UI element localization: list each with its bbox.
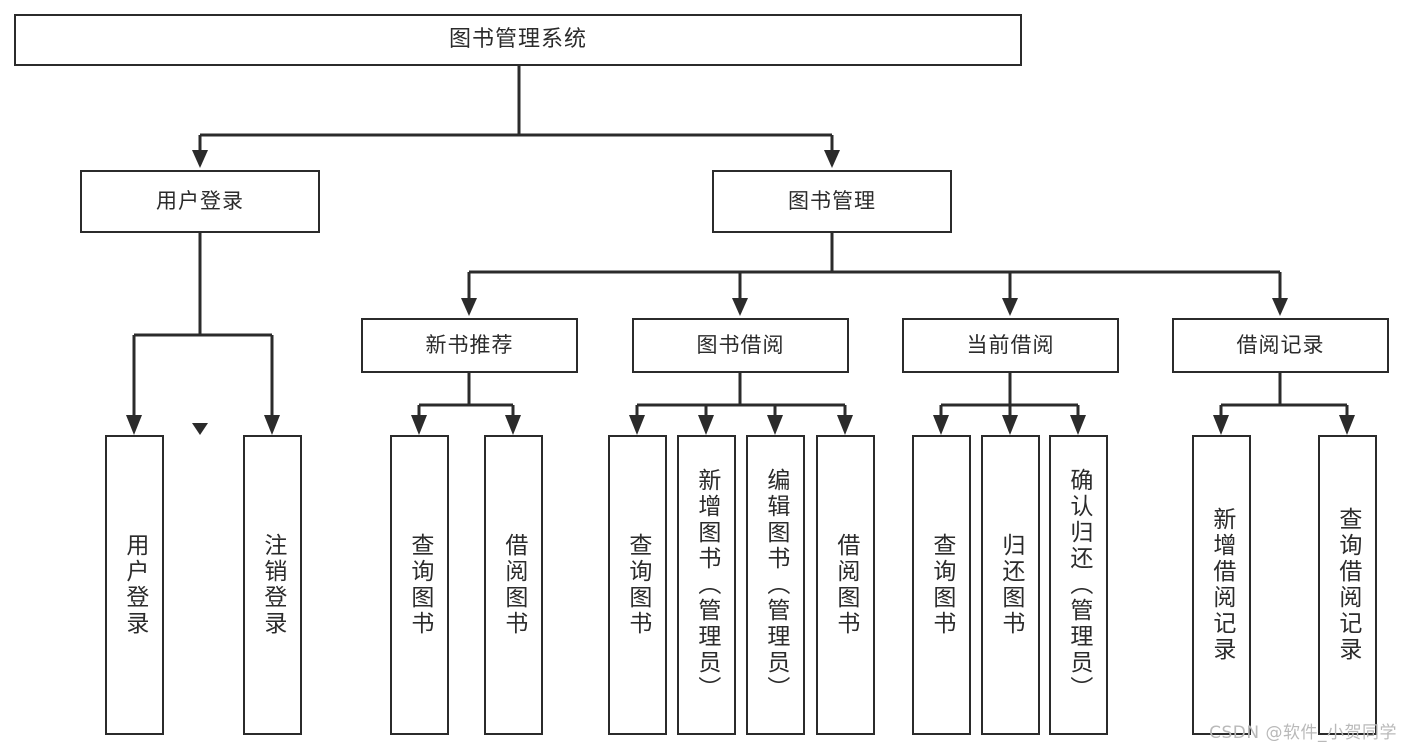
node-label: 查询图书	[406, 533, 433, 637]
leaf-current-confirm-return[interactable]: 确认归还（管理员）	[1049, 435, 1108, 735]
leaf-borrow-query-book[interactable]: 查询图书	[608, 435, 667, 735]
leaf-record-query-record[interactable]: 查询借阅记录	[1318, 435, 1377, 735]
node-label: 借阅记录	[1236, 333, 1325, 358]
leaf-recommend-borrow-book[interactable]: 借阅图书	[484, 435, 543, 735]
node-book-borrow[interactable]: 图书借阅	[632, 318, 849, 373]
leaf-user-login-login[interactable]: 用户登录	[105, 435, 164, 735]
node-label: 新增图书（管理员）	[693, 468, 720, 702]
node-label: 归还图书	[997, 533, 1024, 637]
node-label: 当前借阅	[966, 333, 1055, 358]
node-label: 查询借阅记录	[1334, 507, 1361, 663]
leaf-borrow-add-book[interactable]: 新增图书（管理员）	[677, 435, 736, 735]
node-user-login[interactable]: 用户登录	[80, 170, 320, 233]
node-label: 借阅图书	[832, 533, 859, 637]
node-label: 编辑图书（管理员）	[762, 468, 789, 702]
leaf-user-login-logout[interactable]: 注销登录	[243, 435, 302, 735]
node-label: 注销登录	[259, 533, 286, 637]
node-label: 确认归还（管理员）	[1065, 468, 1092, 702]
leaf-borrow-edit-book[interactable]: 编辑图书（管理员）	[746, 435, 805, 735]
node-label: 用户登录	[121, 533, 148, 637]
leaf-current-return-book[interactable]: 归还图书	[981, 435, 1040, 735]
leaf-recommend-query-book[interactable]: 查询图书	[390, 435, 449, 735]
node-book-management[interactable]: 图书管理	[712, 170, 952, 233]
watermark: CSDN @软件_小贺同学	[1209, 723, 1397, 743]
node-label: 用户登录	[156, 189, 244, 214]
node-borrow-record[interactable]: 借阅记录	[1172, 318, 1389, 373]
node-new-book-recommend[interactable]: 新书推荐	[361, 318, 578, 373]
node-label: 借阅图书	[500, 533, 527, 637]
node-label: 查询图书	[928, 533, 955, 637]
leaf-current-query-book[interactable]: 查询图书	[912, 435, 971, 735]
node-label: 图书借阅	[696, 333, 785, 358]
node-label: 图书管理系统	[448, 27, 587, 53]
leaf-borrow-borrow-book[interactable]: 借阅图书	[816, 435, 875, 735]
leaf-record-add-record[interactable]: 新增借阅记录	[1192, 435, 1251, 735]
node-label: 图书管理	[788, 189, 876, 214]
node-label: 新书推荐	[425, 333, 514, 358]
node-label: 查询图书	[624, 533, 651, 637]
node-current-borrow[interactable]: 当前借阅	[902, 318, 1119, 373]
node-label: 新增借阅记录	[1208, 507, 1235, 663]
node-root-system[interactable]: 图书管理系统	[14, 14, 1022, 66]
